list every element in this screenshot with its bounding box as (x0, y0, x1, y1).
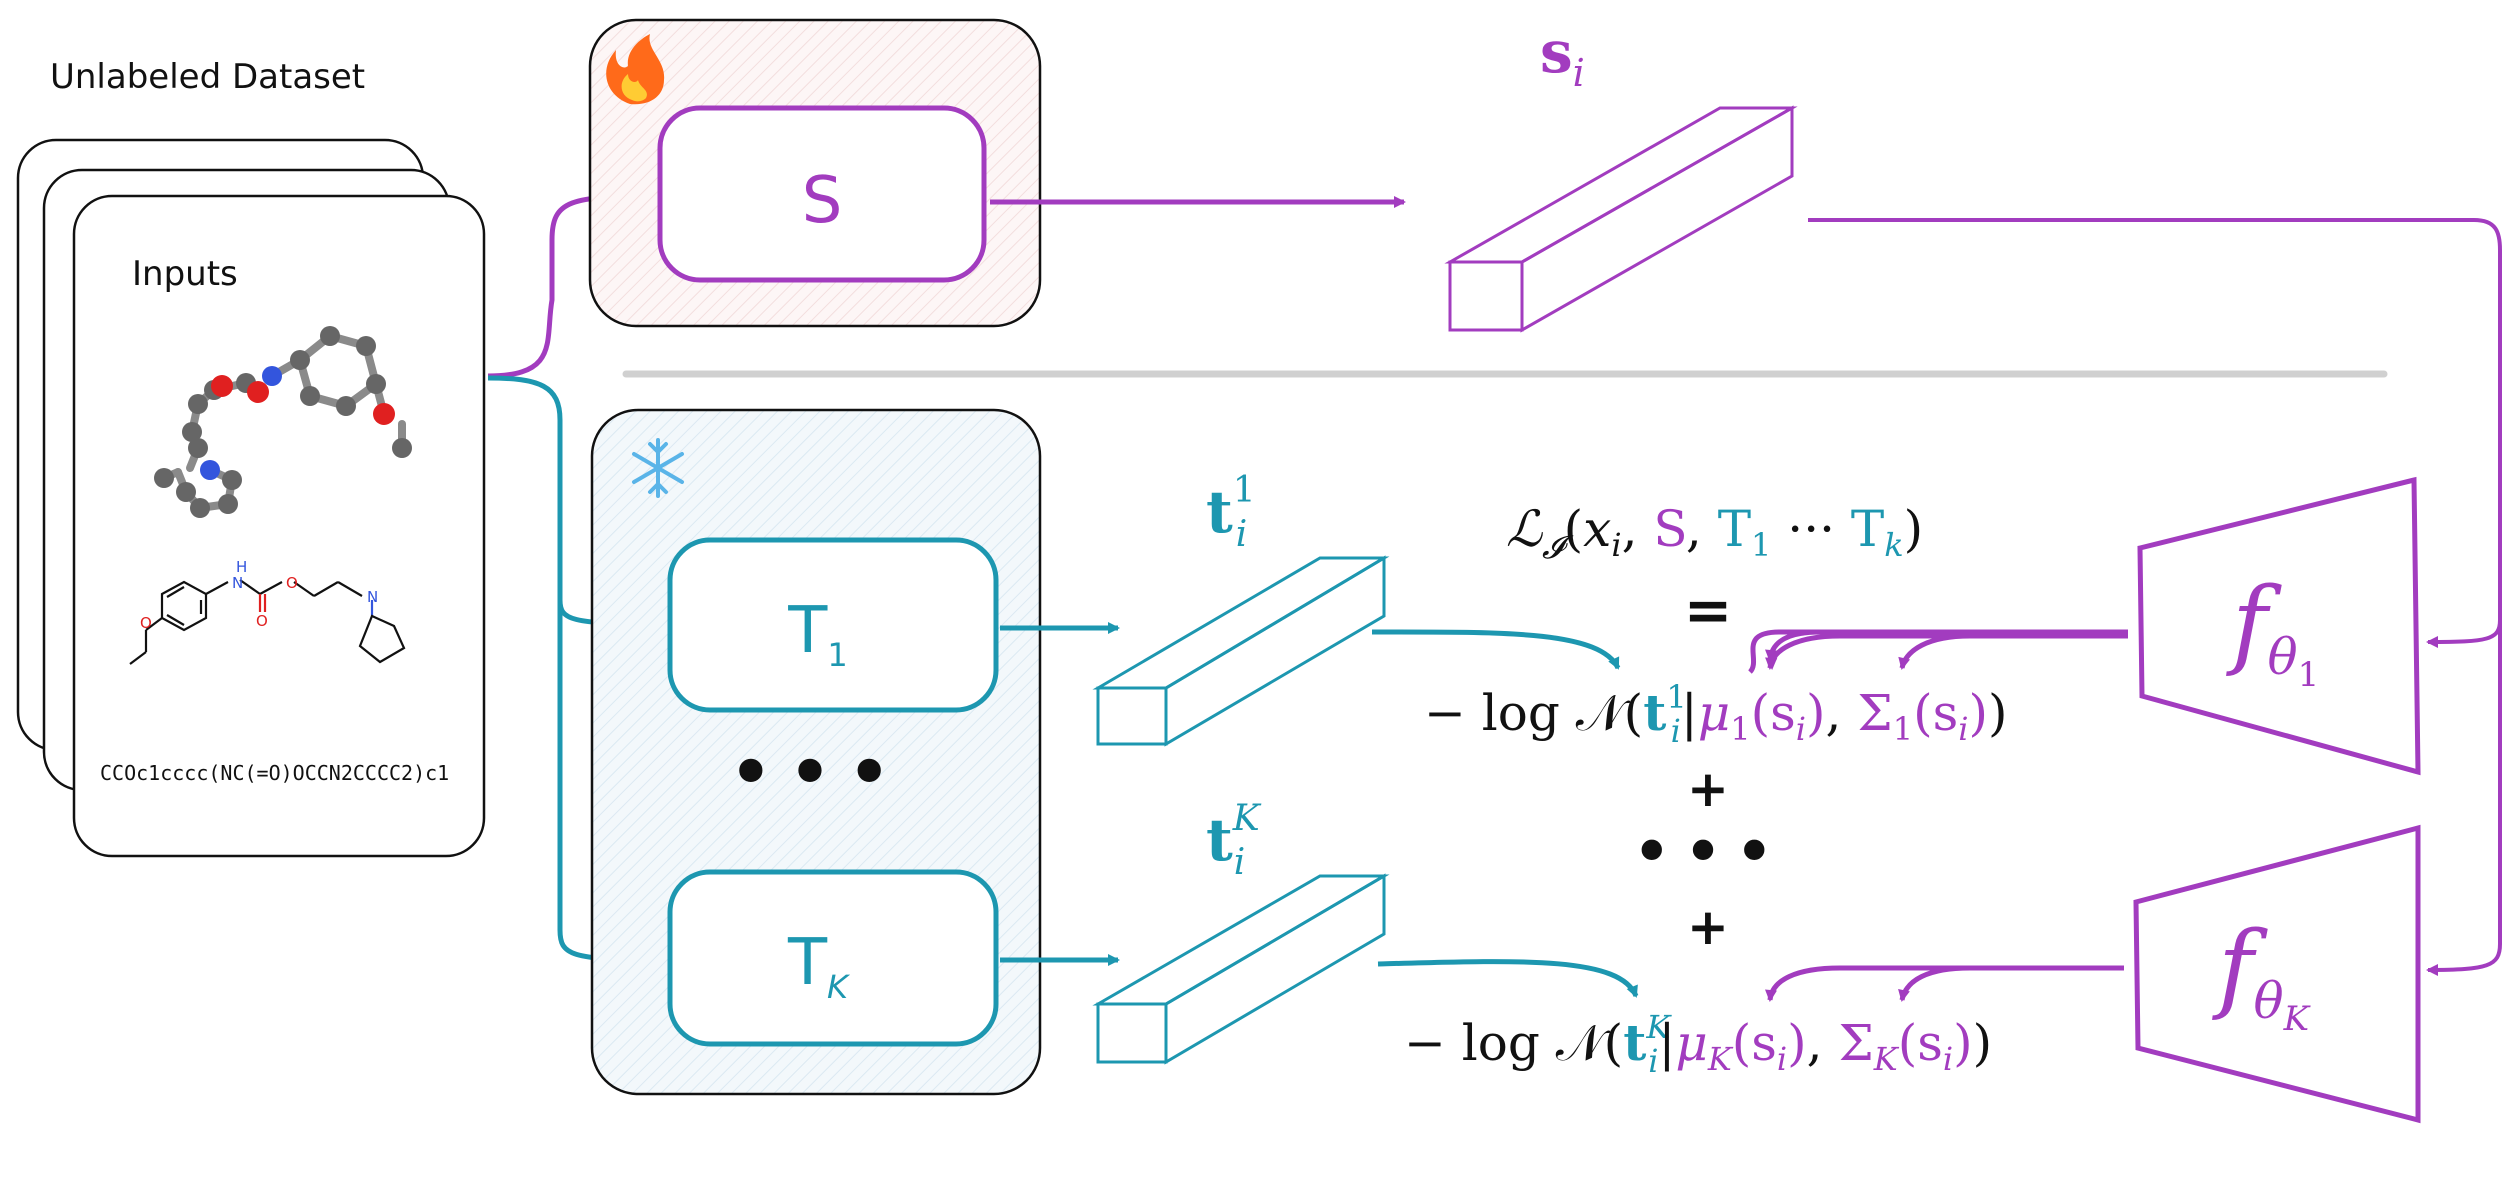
arrow-tk-to-loss (1377, 959, 1639, 998)
teacher-1-embedding-prism (1092, 555, 1390, 747)
molecule-3d-image (154, 326, 412, 518)
loss-equals: = (1684, 576, 1733, 644)
student-embedding-label: si (1540, 18, 1585, 95)
teacher-k-embedding-prism (1092, 873, 1390, 1065)
head-f1: fθ1 (2137, 476, 2421, 776)
arrow-fk-to-loss (1765, 965, 2124, 1002)
head-fk: fθK (2133, 824, 2421, 1124)
svg-text:N: N (367, 588, 378, 606)
heads-to-loss-connectors (1747, 629, 2128, 1002)
student-label: S (802, 164, 843, 238)
dataset-title: Unlabeled Dataset (50, 57, 365, 97)
teacher-block: T1 ••• TK (590, 408, 1120, 1096)
arrow-t1-to-loss (1371, 629, 1621, 670)
teacher-k-label: TK (787, 926, 851, 1006)
teacher-ellipsis: ••• (727, 726, 905, 819)
teacher-1-encoder (667, 537, 999, 713)
arrow-f1-to-loss (1747, 629, 2128, 674)
teacher-k-encoder (667, 869, 999, 1047)
dataset-card-front (72, 194, 486, 858)
fire-icon (606, 34, 665, 105)
molecule-2d-structure (129, 579, 406, 665)
svg-text:N: N (232, 574, 243, 592)
arrow-f1-to-sigma (1765, 629, 1821, 662)
unlabeled-dataset: Unlabeled Dataset Inputs (16, 57, 486, 858)
svg-text:O: O (140, 614, 152, 632)
inputs-label: Inputs (132, 254, 238, 294)
loss-lhs: ℒ𝓘(xi, S, T1 ··· Tk) (1506, 500, 1923, 566)
student-block: S (588, 18, 1406, 328)
arrow-to-head-fk (2426, 620, 2502, 976)
snowflake-icon (632, 438, 684, 498)
student-encoder (657, 105, 987, 283)
loss-plus-2: + (1687, 898, 1729, 956)
student-to-heads-connectors (1808, 218, 2502, 976)
student-embedding-prism (1444, 105, 1798, 333)
loss-ellipsis: ••• (1631, 811, 1785, 893)
svg-text:H: H (236, 558, 247, 576)
teacher-1-label: T1 (787, 594, 847, 674)
loss-plus-1: + (1687, 760, 1729, 818)
svg-text:O: O (256, 612, 268, 630)
smiles-string: CCOc1cccc(NC(=O)OCCN2CCCC2)c1 (100, 761, 449, 785)
svg-text:O: O (286, 574, 298, 592)
